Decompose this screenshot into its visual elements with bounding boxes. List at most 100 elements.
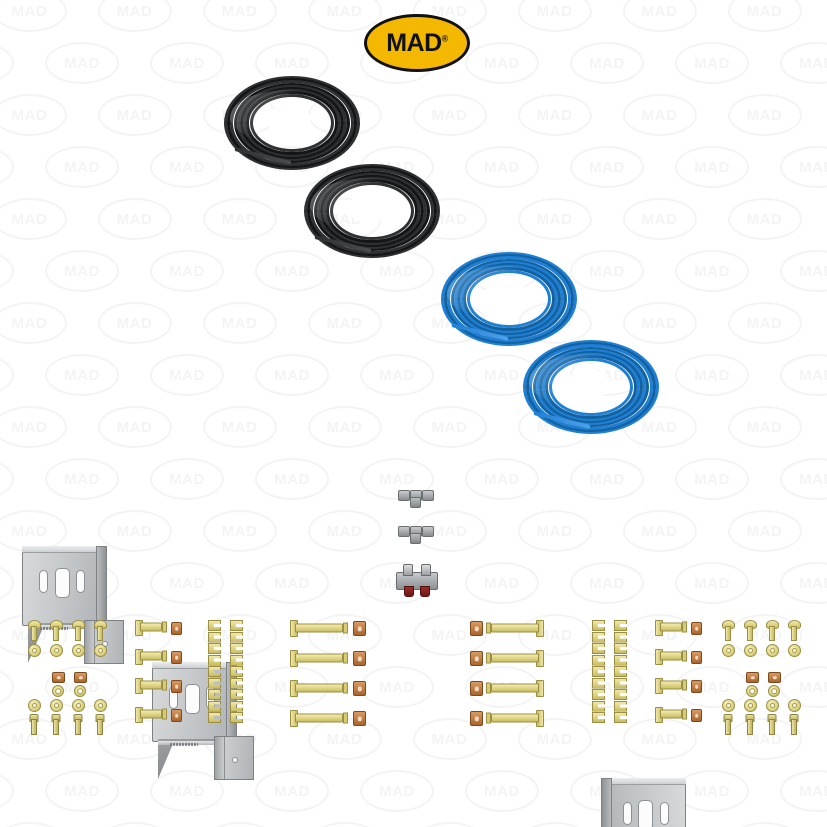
bracket-l-flange bbox=[84, 620, 124, 664]
hex-bolt bbox=[766, 620, 779, 641]
coil-ring bbox=[246, 91, 338, 155]
shoulder-bolt bbox=[135, 707, 167, 723]
coil-ring bbox=[447, 256, 571, 342]
coil-ring bbox=[316, 172, 428, 250]
manifold-inlet-2 bbox=[421, 564, 431, 576]
shoulder-bolt-tip bbox=[162, 621, 167, 633]
bolt-shank bbox=[746, 626, 753, 641]
bracket-stamp-marking bbox=[170, 743, 198, 746]
shoulder-bolt bbox=[655, 678, 687, 694]
retaining-clip bbox=[614, 631, 627, 643]
bracket-slot-left bbox=[39, 570, 48, 593]
coil-ring bbox=[233, 82, 351, 164]
long-bolt-tip bbox=[343, 652, 348, 663]
long-bolt-nut bbox=[470, 681, 483, 696]
washer-row bbox=[28, 699, 41, 712]
retaining-clip bbox=[230, 631, 243, 643]
bracket-flange-lip bbox=[215, 737, 225, 779]
upper-bracket-1 bbox=[22, 546, 126, 664]
stud-bolt bbox=[744, 714, 755, 735]
valve-manifold bbox=[396, 562, 438, 597]
upper-bracket-3 bbox=[582, 778, 686, 827]
stud-shank bbox=[96, 719, 103, 735]
coil-ring bbox=[240, 87, 344, 159]
manifold-body bbox=[396, 572, 438, 590]
flat-washer bbox=[28, 644, 41, 657]
flat-washer bbox=[788, 644, 801, 657]
stud-shank bbox=[30, 719, 37, 735]
coil-blue-left bbox=[441, 252, 577, 346]
bracket-l-flange bbox=[214, 736, 254, 780]
coil-ring bbox=[326, 179, 418, 243]
long-bolt bbox=[486, 650, 544, 667]
shoulder-bolt bbox=[655, 649, 687, 665]
hex-nut bbox=[74, 672, 87, 683]
washer-row bbox=[50, 699, 63, 712]
coil-ring bbox=[444, 254, 574, 344]
shoulder-nut bbox=[171, 680, 182, 693]
long-bolt bbox=[290, 680, 348, 697]
long-bolt-nut bbox=[470, 621, 483, 636]
long-bolt-nut bbox=[470, 711, 483, 726]
t-fitting-stem bbox=[410, 533, 421, 544]
shoulder-bolt bbox=[655, 707, 687, 723]
long-bolt-nut bbox=[353, 651, 366, 666]
coil-center-hole bbox=[347, 193, 391, 223]
hex-bolt bbox=[788, 620, 801, 641]
shoulder-bolt bbox=[135, 649, 167, 665]
flat-washer bbox=[722, 644, 735, 657]
coil-ring bbox=[320, 175, 424, 247]
shoulder-bolt-shank bbox=[140, 622, 162, 632]
long-bolt-tip bbox=[486, 682, 491, 693]
retaining-clip bbox=[614, 700, 627, 712]
shoulder-bolt bbox=[135, 620, 167, 636]
long-bolt-tip bbox=[486, 652, 491, 663]
long-bolt-nut bbox=[470, 651, 483, 666]
washer-row bbox=[94, 699, 107, 712]
retaining-clip bbox=[614, 666, 627, 677]
shoulder-bolt-tip bbox=[162, 708, 167, 720]
coil-ring bbox=[313, 170, 431, 252]
long-bolt-tip bbox=[343, 622, 348, 633]
hex-bolt bbox=[94, 620, 107, 641]
hw-longbolt-right bbox=[470, 620, 544, 727]
stud-shank bbox=[768, 719, 775, 735]
washer-small bbox=[746, 685, 758, 697]
washer-row bbox=[788, 699, 801, 712]
bracket-slot-left bbox=[660, 802, 669, 825]
bolt-shank bbox=[96, 626, 103, 641]
bolt-shank bbox=[52, 626, 59, 641]
manifold-valve-stem-2 bbox=[420, 586, 430, 597]
shoulder-bolt-tip bbox=[682, 650, 687, 662]
coil-ring bbox=[441, 252, 577, 346]
bracket-slot-center bbox=[55, 568, 70, 598]
washer-small bbox=[768, 685, 780, 697]
stud-shank bbox=[746, 719, 753, 735]
retaining-clip bbox=[230, 620, 243, 631]
t-fitting-lower bbox=[398, 526, 434, 544]
shoulder-nut bbox=[171, 622, 182, 635]
stud-shank bbox=[74, 719, 81, 735]
t-fitting-port-3 bbox=[422, 490, 434, 501]
bracket-top-edge bbox=[152, 662, 234, 669]
hex-bolt bbox=[744, 620, 757, 641]
shoulder-bolt-tip bbox=[682, 679, 687, 691]
coil-center-hole bbox=[484, 281, 528, 311]
retaining-clip bbox=[614, 620, 627, 631]
shoulder-bolt-tip bbox=[682, 621, 687, 633]
bracket-flange-hole bbox=[232, 757, 238, 763]
retaining-clip bbox=[614, 689, 627, 700]
bracket-slot-center bbox=[185, 684, 200, 714]
retaining-clip bbox=[208, 643, 221, 654]
long-bolt-shank bbox=[491, 713, 539, 722]
shoulder-bolt-tip bbox=[682, 708, 687, 720]
shoulder-bolt bbox=[655, 620, 687, 636]
t-fitting-port-1 bbox=[398, 490, 410, 501]
registered-mark: ® bbox=[441, 33, 449, 44]
long-bolt bbox=[486, 710, 544, 727]
washer-small bbox=[52, 685, 64, 697]
washer-small bbox=[74, 685, 86, 697]
long-bolt-nut bbox=[353, 681, 366, 696]
long-bolt-shank bbox=[491, 683, 539, 692]
